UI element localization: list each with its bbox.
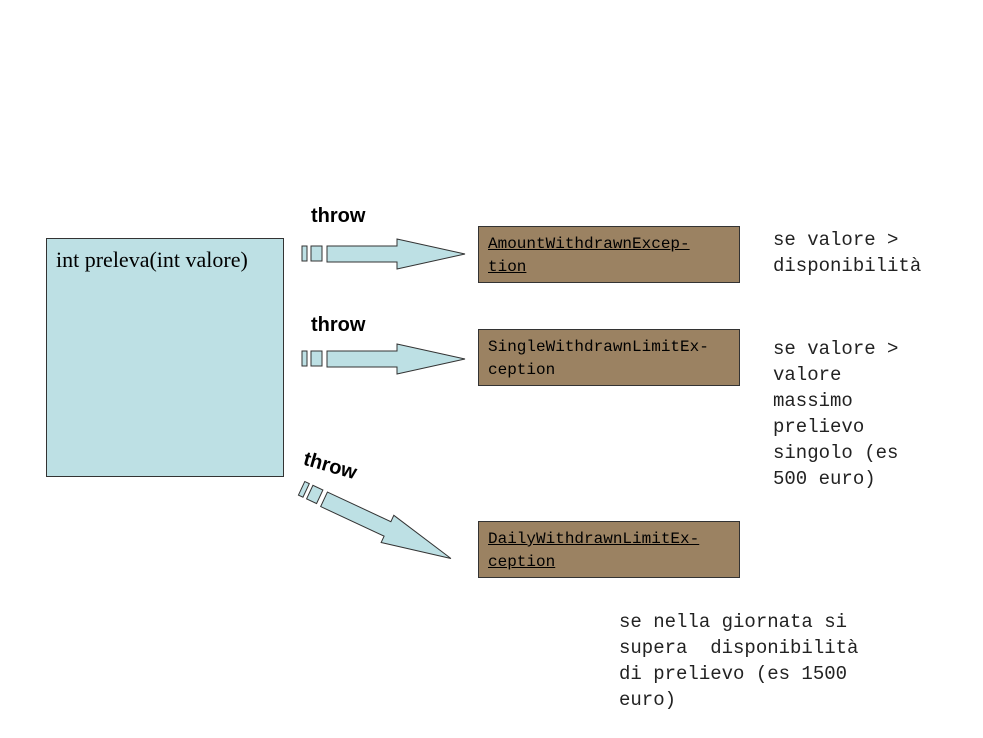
- arrow-to-single-exception: [301, 343, 466, 375]
- note-single-limit-condition: se valore > valore massimo prelievo sing…: [773, 338, 899, 490]
- throw-label-single: throw: [311, 314, 366, 336]
- exception-daily-withdrawn-limit: DailyWithdrawnLimitEx- ception: [478, 521, 740, 578]
- method-label: int preleva(int valore): [56, 247, 248, 272]
- throw-label-amount: throw: [311, 205, 366, 227]
- exception-amount-withdrawn: AmountWithdrawnExcep- tion: [478, 226, 740, 283]
- arrow-to-daily-exception: [297, 480, 452, 559]
- note-daily-limit-condition: se nella giornata si supera disponibilit…: [619, 611, 859, 711]
- note-amount-condition: se valore > disponibilità: [773, 229, 922, 277]
- exception-single-withdrawn-limit-label: SingleWithdrawnLimitEx- ception: [488, 338, 709, 379]
- arrow-to-amount-exception: [301, 238, 466, 270]
- method-box: int preleva(int valore): [46, 238, 284, 477]
- exception-single-withdrawn-limit: SingleWithdrawnLimitEx- ception: [478, 329, 740, 386]
- exception-amount-withdrawn-label: AmountWithdrawnExcep- tion: [488, 235, 690, 276]
- exception-daily-withdrawn-limit-label: DailyWithdrawnLimitEx- ception: [488, 530, 700, 571]
